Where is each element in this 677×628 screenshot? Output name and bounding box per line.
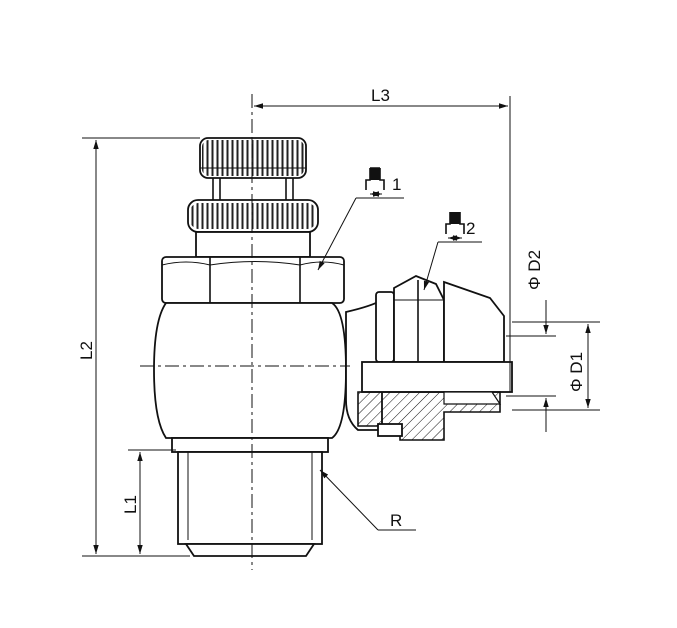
label-d1: Φ D1 [567, 352, 586, 392]
tube [361, 361, 513, 393]
main-body [153, 302, 347, 439]
section-cut [357, 391, 502, 441]
spanner-callout-1: 1 [317, 167, 404, 271]
label-l1: L1 [121, 495, 140, 514]
hex-body [161, 256, 345, 304]
dimension-l2: L2 [77, 137, 200, 557]
knob-stems [212, 178, 294, 200]
spanner-icon [445, 212, 465, 234]
nut-collar [195, 231, 311, 258]
spanner-icon [365, 167, 385, 190]
side-port-sleeve [375, 291, 395, 363]
thread-callout-r: R [319, 469, 416, 531]
dimension-d2: Φ D2 [506, 250, 556, 432]
threaded-stem [171, 437, 329, 557]
label-l3: L3 [371, 86, 390, 105]
spanner-callout-2: 2 [423, 212, 482, 291]
dimension-l1: L1 [121, 449, 176, 554]
label-l2: L2 [77, 341, 96, 360]
label-d2: Φ D2 [525, 250, 544, 290]
dimension-d1: Φ D1 [512, 321, 600, 411]
label-spanner-2: 2 [466, 219, 475, 238]
label-spanner-1: 1 [392, 175, 401, 194]
knurled-knob [199, 137, 307, 179]
label-r: R [390, 511, 402, 530]
push-in-hex-nut [393, 275, 505, 363]
lock-nut [187, 199, 319, 233]
dimension-l3: L3 [254, 86, 511, 392]
